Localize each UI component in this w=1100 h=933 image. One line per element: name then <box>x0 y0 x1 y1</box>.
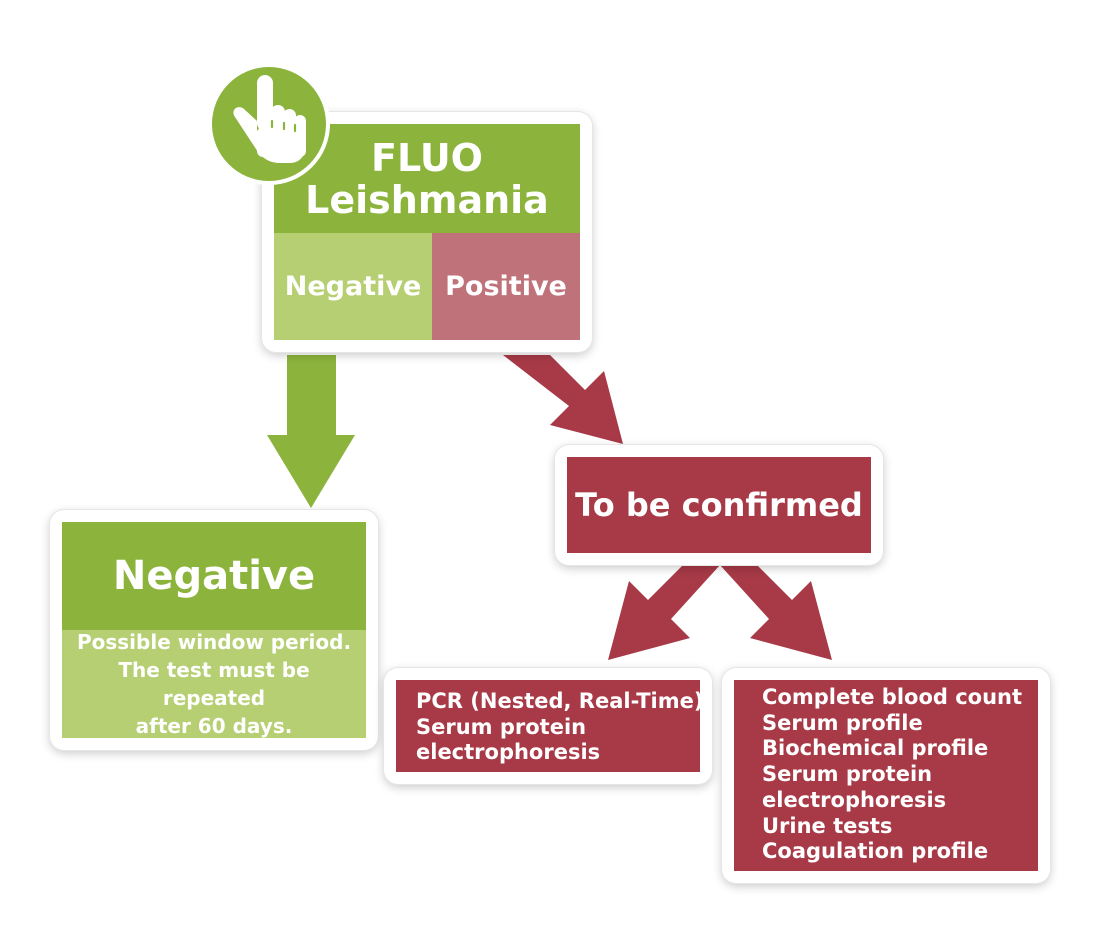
option-b-item: Complete blood count <box>762 685 1023 709</box>
negative-result-title-panel: Negative <box>62 522 366 630</box>
arrow-negative-down <box>267 355 355 508</box>
option-b-item: Serum profile <box>762 710 923 735</box>
test-positive-label: Positive <box>445 271 567 302</box>
confirm-panel: To be confirmed <box>567 457 871 553</box>
confirm-title: To be confirmed <box>575 486 863 524</box>
arrow-confirm-to-option-a <box>608 565 720 660</box>
test-positive-option: Positive <box>432 233 580 340</box>
option-b-list: Complete blood count Serum profile Bioch… <box>734 680 1038 871</box>
negative-result-description-panel: Possible window period. The test must be… <box>62 630 366 738</box>
option-b-item: Urine tests <box>762 813 893 838</box>
option-a-item: PCR (Nested, Real-Time) <box>416 689 704 713</box>
option-b-item: Biochemical profile <box>762 736 989 761</box>
option-b-item: electrophoresis <box>762 787 947 812</box>
arrow-positive-to-confirm <box>503 355 623 444</box>
option-b-item: Coagulation profile <box>762 839 989 864</box>
test-negative-option: Negative <box>274 233 432 340</box>
option-a-item: Serum protein <box>416 714 587 739</box>
negative-result-title: Negative <box>112 553 316 599</box>
pointing-hand-icon <box>208 63 330 185</box>
negative-result-description: Possible window period. The test must be… <box>76 630 352 738</box>
test-negative-label: Negative <box>284 271 422 302</box>
test-title: FLUO Leishmania <box>305 135 549 222</box>
arrow-confirm-to-option-b <box>720 565 832 660</box>
option-a-list: PCR (Nested, Real-Time) Serum protein el… <box>396 680 704 772</box>
option-b-item: Serum protein <box>762 762 933 787</box>
option-a-item: electrophoresis <box>416 740 601 765</box>
